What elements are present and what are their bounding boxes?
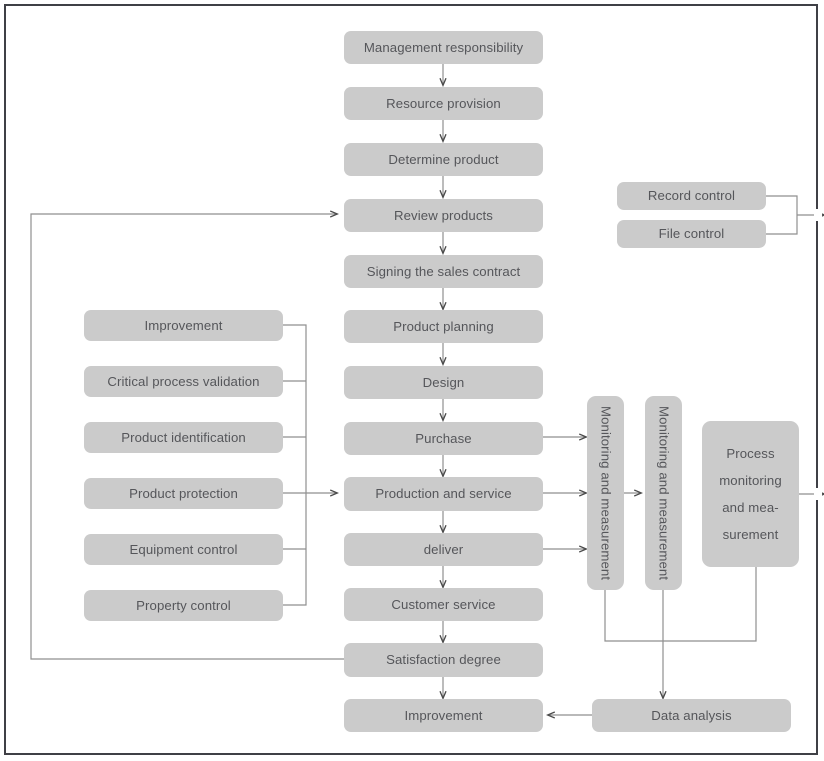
node-monitoring-and-measurement-1-label: Monitoring and measurement (598, 405, 614, 581)
node-data-analysis[interactable]: Data analysis (592, 699, 791, 732)
node-product-protection[interactable]: Product protection (84, 478, 283, 509)
node-product-planning[interactable]: Product planning (344, 310, 543, 343)
node-property-control[interactable]: Property control (84, 590, 283, 621)
node-satisfaction-degree[interactable]: Satisfaction degree (344, 643, 543, 677)
node-monitoring-and-measurement-2-label: Monitoring and measurement (656, 405, 672, 581)
node-improvement-main[interactable]: Improvement (344, 699, 543, 732)
node-monitoring-and-measurement-2[interactable]: Monitoring and measurement (645, 396, 682, 590)
node-determine-product[interactable]: Determine product (344, 143, 543, 176)
node-resource-provision[interactable]: Resource provision (344, 87, 543, 120)
node-critical-process-validation[interactable]: Critical process validation (84, 366, 283, 397)
node-design[interactable]: Design (344, 366, 543, 399)
frame-gap-document-control (814, 209, 822, 221)
node-management-responsibility[interactable]: Management responsibility (344, 31, 543, 64)
process-monitoring-line-2: monitoring (719, 472, 782, 488)
node-record-control[interactable]: Record control (617, 182, 766, 210)
process-monitoring-line-3: and mea- (722, 500, 779, 515)
node-deliver[interactable]: deliver (344, 533, 543, 566)
node-purchase[interactable]: Purchase (344, 422, 543, 455)
process-monitoring-line-4: surement (722, 527, 779, 543)
edge-document-control-bus (766, 195, 798, 235)
edge-support-bus (283, 324, 307, 606)
frame-gap-process-monitoring (814, 488, 822, 500)
node-file-control[interactable]: File control (617, 220, 766, 248)
node-signing-the-sales-contract[interactable]: Signing the sales contract (344, 255, 543, 288)
process-monitoring-line-1: Process (726, 445, 775, 461)
node-monitoring-and-measurement-1[interactable]: Monitoring and measurement (587, 396, 624, 590)
node-production-and-service[interactable]: Production and service (344, 477, 543, 511)
node-process-monitoring-and-measurement[interactable]: Process monitoring and mea- surement (702, 421, 799, 567)
node-customer-service[interactable]: Customer service (344, 588, 543, 621)
node-improvement[interactable]: Improvement (84, 310, 283, 341)
node-product-identification[interactable]: Product identification (84, 422, 283, 453)
node-equipment-control[interactable]: Equipment control (84, 534, 283, 565)
node-review-products[interactable]: Review products (344, 199, 543, 232)
